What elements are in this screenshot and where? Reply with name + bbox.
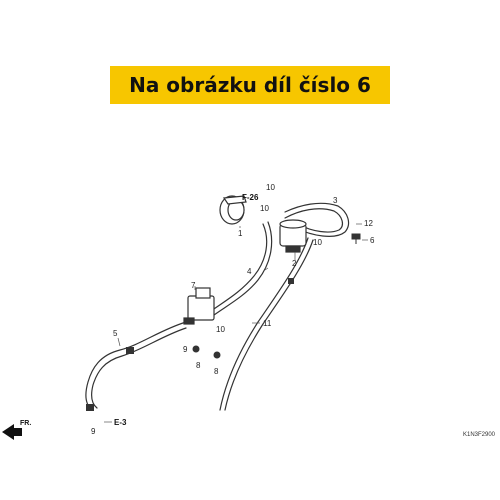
callout-1: 1: [238, 229, 243, 238]
banner-text: Na obrázku díl číslo 6: [129, 73, 371, 97]
callout-3: 3: [333, 196, 338, 205]
callout-10b: 10: [260, 204, 269, 213]
callout-11: 11: [263, 319, 272, 328]
callout-8a: 8: [196, 361, 201, 370]
bracket-part-1: [219, 195, 247, 225]
front-arrow-icon: [2, 424, 22, 440]
hose-5-inner: [91, 327, 187, 409]
nut-part-8b: [213, 351, 221, 359]
hose-3: [284, 202, 350, 237]
callout-5: 5: [113, 329, 118, 338]
hose-5: [85, 321, 187, 411]
callout-6: 6: [370, 236, 375, 245]
hose-11-inner: [224, 239, 314, 411]
callout-10a: 10: [266, 183, 275, 192]
callout-12: 12: [364, 219, 373, 228]
title-banner: Na obrázku díl číslo 6: [110, 66, 390, 104]
diagram-code: K1N3F2900: [463, 432, 496, 438]
callout-7: 7: [191, 281, 196, 290]
callout-8b: 8: [214, 367, 219, 376]
direction-label: FR.: [20, 420, 31, 427]
hose-11: [219, 237, 309, 411]
callout-4: 4: [247, 267, 252, 276]
hose-4: [213, 221, 273, 316]
canister-part-2: [279, 219, 307, 253]
callout-9b: 9: [91, 427, 96, 436]
valve-part-7: [183, 287, 215, 325]
hose-4-inner: [210, 223, 268, 312]
clips: [86, 278, 294, 411]
callout-10d: 10: [216, 325, 225, 334]
callout-10c: 10: [313, 238, 322, 247]
nut-part-8a: [192, 345, 200, 353]
bolt-part-6: [351, 233, 361, 244]
hose-3-inner: [284, 208, 344, 233]
callout-9a: 9: [183, 345, 188, 354]
callout-2: 2: [292, 259, 297, 268]
ref-f26: F-26: [242, 193, 259, 202]
ref-e3: E-3: [114, 418, 127, 427]
